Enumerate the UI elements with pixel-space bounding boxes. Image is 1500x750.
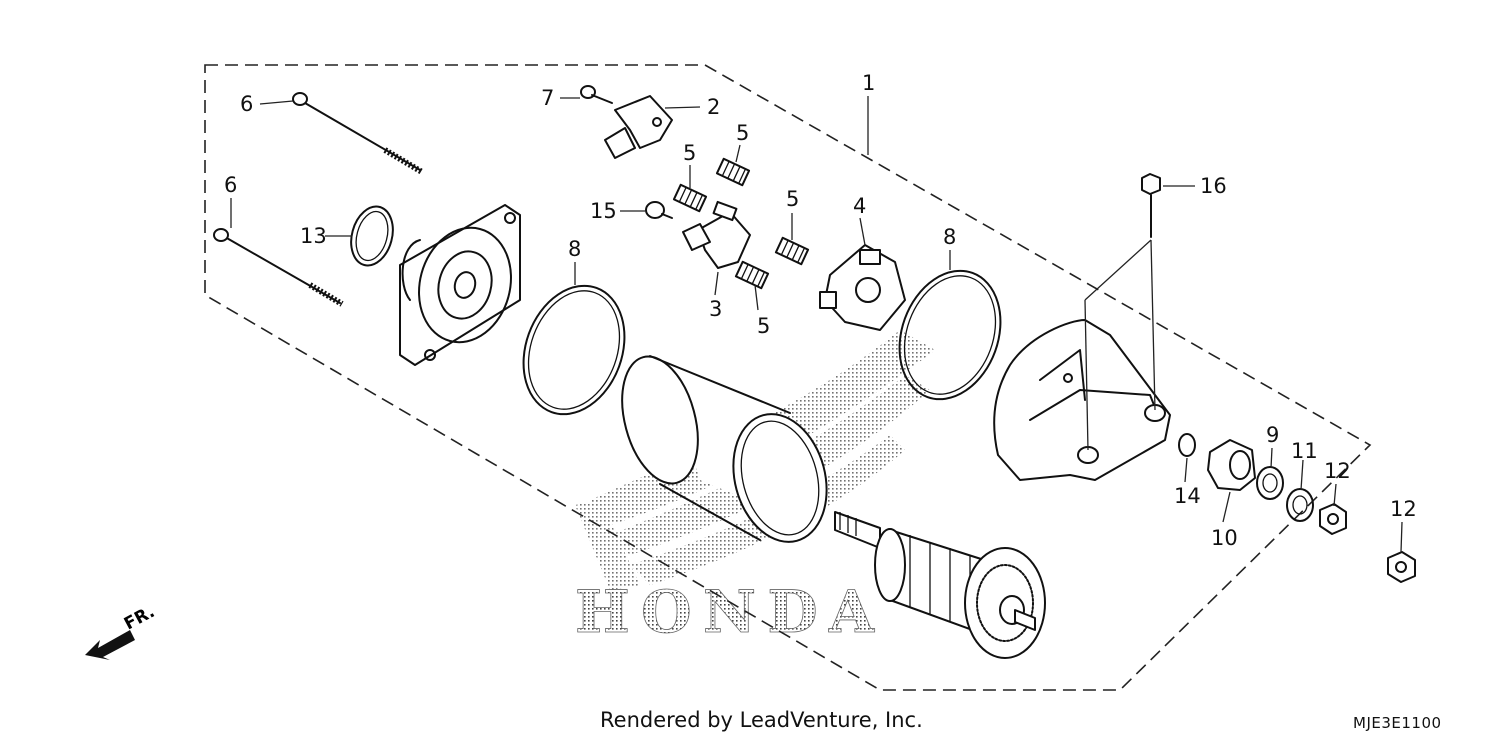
rear-cover-housing — [399, 204, 521, 366]
callout-3: 3 — [709, 297, 722, 321]
callout-11: 11 — [1291, 439, 1318, 463]
diagram-code: MJE3E1100 — [1353, 714, 1442, 732]
washer-small — [1178, 433, 1196, 457]
armature — [834, 511, 1046, 659]
through-bolt-lower — [213, 228, 344, 307]
callout-5-a: 5 — [736, 121, 749, 145]
callout-16: 16 — [1200, 174, 1227, 198]
motor-yoke — [621, 355, 828, 543]
assembly-boundary — [204, 64, 1372, 691]
screw-small — [580, 85, 613, 104]
brush-holder-lower — [682, 200, 751, 269]
o-ring-large-right — [898, 269, 1002, 401]
washer-11 — [1286, 488, 1314, 522]
callout-6-b: 6 — [224, 173, 237, 197]
callout-5-d: 5 — [757, 314, 770, 338]
callout-10: 10 — [1211, 526, 1238, 550]
render-credit: Rendered by LeadVenture, Inc. — [600, 708, 923, 732]
o-ring-large-left — [522, 284, 626, 416]
nut-inner — [1319, 503, 1347, 535]
callout-numbers: 1 2 3 4 5 5 5 5 6 6 7 8 8 9 10 11 12 12 … — [224, 71, 1417, 550]
callout-13: 13 — [300, 224, 327, 248]
callout-5-b: 5 — [683, 141, 696, 165]
callout-6-a: 6 — [240, 92, 253, 116]
callout-14: 14 — [1174, 484, 1201, 508]
callout-12-a: 12 — [1324, 459, 1351, 483]
callout-5-c: 5 — [786, 187, 799, 211]
callout-4: 4 — [853, 194, 866, 218]
o-ring-small — [350, 205, 394, 267]
front-direction-label: FR. — [121, 602, 158, 634]
brush-plate — [819, 244, 906, 331]
mounting-bolt — [1084, 173, 1161, 451]
callout-2: 2 — [707, 95, 720, 119]
nut-outer — [1387, 551, 1416, 583]
front-direction-arrow-icon — [85, 630, 135, 660]
front-cover-housing — [993, 319, 1171, 481]
callout-7: 7 — [541, 86, 554, 110]
callout-12-b: 12 — [1390, 497, 1417, 521]
callout-leaders — [230, 96, 1403, 553]
callout-1: 1 — [862, 71, 875, 95]
washer-9 — [1256, 466, 1284, 500]
honda-wordmark-watermark: HONDA — [575, 578, 880, 646]
callout-8-b: 8 — [943, 225, 956, 249]
callout-9: 9 — [1266, 423, 1279, 447]
brush-springs — [672, 157, 810, 290]
through-bolt-upper — [292, 92, 424, 175]
pinion-gear — [1207, 439, 1256, 491]
brush-holder-upper — [604, 95, 673, 159]
callout-8-a: 8 — [568, 237, 581, 261]
callout-15: 15 — [590, 199, 617, 223]
screw-brush — [645, 201, 673, 219]
